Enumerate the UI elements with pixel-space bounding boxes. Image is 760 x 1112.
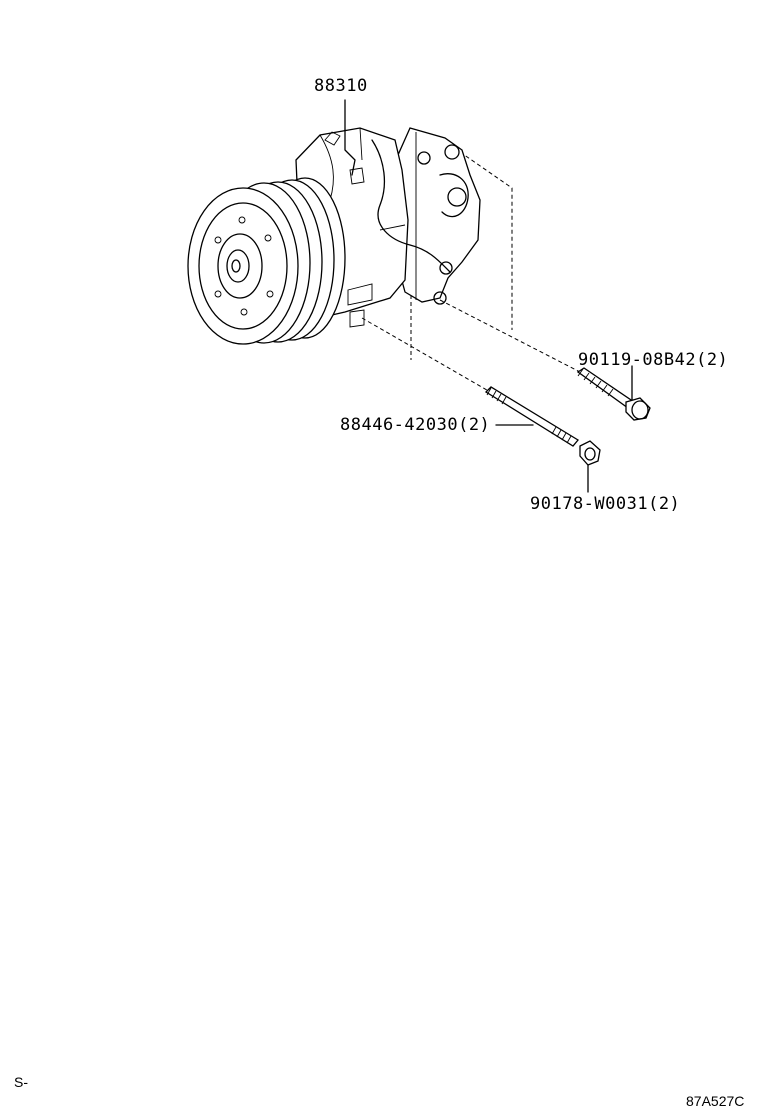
stud-88446-42030 — [484, 386, 579, 447]
part-number-nut[interactable]: 90178-W0031(2) — [530, 494, 681, 514]
nut-90178-W0031 — [579, 440, 601, 466]
compressor-88310 — [187, 127, 481, 345]
part-number-bolt[interactable]: 90119-08B42(2) — [578, 350, 729, 370]
illustration-id: 87A527C — [686, 1093, 745, 1109]
footer-left-code: S- — [14, 1074, 28, 1090]
leader-lines — [344, 99, 633, 493]
bolt-90119-08B42 — [576, 367, 651, 421]
part-number-compressor[interactable]: 88310 — [314, 76, 368, 96]
part-number-stud[interactable]: 88446-42030(2) — [340, 415, 491, 435]
